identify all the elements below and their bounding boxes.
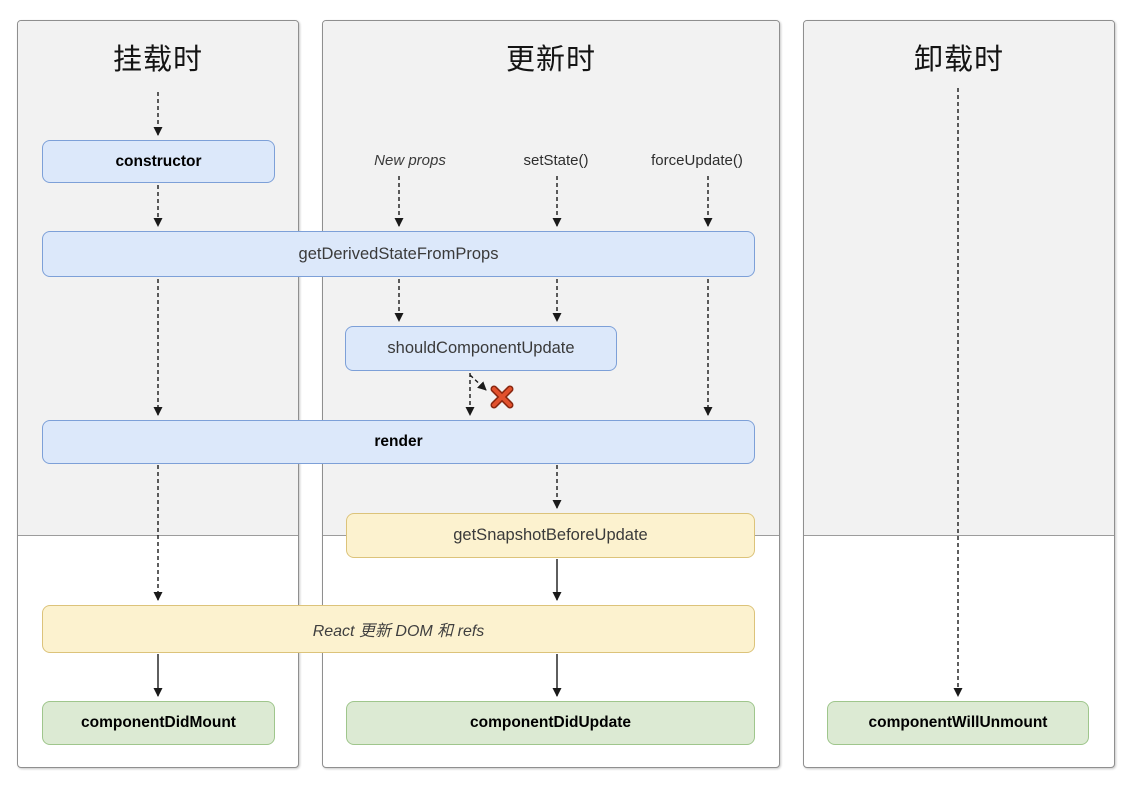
column-title-updating: 更新时 <box>505 44 596 76</box>
panel-updating <box>322 20 780 768</box>
column-title-unmounting: 卸载时 <box>913 44 1004 76</box>
method-componentwillunmount[interactable]: componentWillUnmount <box>827 701 1089 745</box>
method-shouldcomponentupdate[interactable]: shouldComponentUpdate <box>345 326 617 371</box>
panel-unmounting <box>803 20 1115 768</box>
method-getsnapshotbeforeupdate[interactable]: getSnapshotBeforeUpdate <box>346 513 755 558</box>
trigger-force-update: forceUpdate() <box>651 152 743 169</box>
step-react-updates-dom-and-refs: React 更新 DOM 和 refs <box>42 605 755 653</box>
trigger-new-props: New props <box>374 152 446 169</box>
method-componentdidupdate[interactable]: componentDidUpdate <box>346 701 755 745</box>
method-getderivedstatefromprops[interactable]: getDerivedStateFromProps <box>42 231 755 277</box>
method-constructor[interactable]: constructor <box>42 140 275 183</box>
render-phase-background-unmounting <box>804 21 1114 536</box>
method-componentdidmount[interactable]: componentDidMount <box>42 701 275 745</box>
trigger-set-state: setState() <box>523 152 589 169</box>
column-title-mounting: 挂载时 <box>112 44 203 76</box>
method-render[interactable]: render <box>42 420 755 464</box>
panel-mounting <box>17 20 299 768</box>
